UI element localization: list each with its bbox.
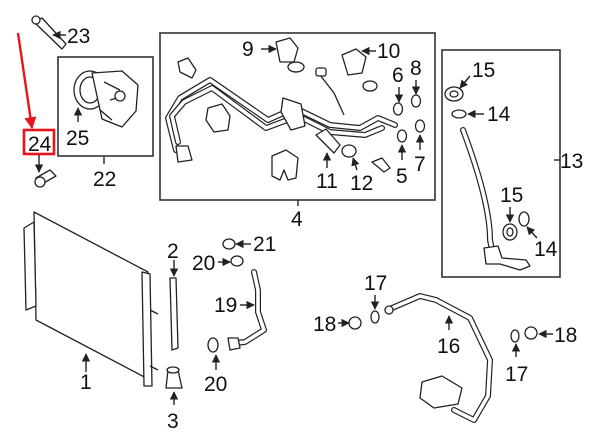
callout-15-bottom[interactable]: 15 [500, 184, 523, 207]
callout-12[interactable]: 12 [350, 172, 373, 195]
bracket-clip[interactable] [371, 157, 391, 173]
part-18-seal-right[interactable] [524, 326, 538, 340]
callout-24[interactable]: 24 [28, 133, 52, 156]
part-17-o-ring-left[interactable] [370, 310, 380, 324]
callout-25[interactable]: 25 [66, 127, 89, 150]
part-21-cap[interactable] [222, 238, 236, 250]
callout-20-top[interactable]: 20 [192, 252, 215, 275]
callout-18-left[interactable]: 18 [313, 313, 336, 336]
callout-4[interactable]: 4 [291, 208, 303, 231]
callout-19[interactable]: 19 [214, 294, 237, 317]
callout-11[interactable]: 11 [316, 170, 338, 193]
callout-2[interactable]: 2 [167, 240, 179, 263]
callout-21[interactable]: 21 [253, 233, 276, 256]
part-23-bolt[interactable] [31, 15, 67, 50]
part-12-o-ring[interactable] [341, 144, 357, 158]
part-11-sensor[interactable] [315, 128, 341, 154]
part-13-hose[interactable] [460, 127, 531, 271]
part-9-valve[interactable] [275, 37, 299, 63]
callout-22[interactable]: 22 [93, 168, 116, 191]
callout-3[interactable]: 3 [167, 410, 179, 433]
o-ring[interactable] [287, 61, 305, 73]
part-17-o-ring-right[interactable] [510, 329, 520, 343]
callout-18-right[interactable]: 18 [554, 324, 577, 347]
part-1-condenser[interactable] [23, 211, 159, 387]
callout-9[interactable]: 9 [242, 38, 254, 61]
part-14-o-ring-bottom[interactable] [518, 211, 530, 227]
part-2-filter[interactable] [169, 277, 179, 351]
callout-23[interactable]: 23 [67, 25, 90, 48]
part-25-compressor[interactable] [73, 70, 139, 128]
highlight-box [22, 128, 56, 156]
part-3-drier-cap[interactable] [165, 366, 183, 389]
callout-15-top[interactable]: 15 [472, 59, 495, 82]
callout-14-bottom[interactable]: 14 [534, 238, 558, 261]
callout-17-left[interactable]: 17 [364, 272, 387, 295]
part-24-bolt[interactable] [34, 169, 57, 188]
callout-10[interactable]: 10 [377, 40, 400, 63]
hose-group-box [441, 49, 561, 278]
part-15-seal-bottom[interactable] [502, 223, 518, 241]
part-10-valve[interactable] [341, 48, 367, 76]
part-14-o-ring-top[interactable] [451, 109, 467, 119]
callout-8[interactable]: 8 [410, 57, 422, 80]
callout-1[interactable]: 1 [80, 371, 92, 394]
callout-14-top[interactable]: 14 [487, 103, 511, 126]
part-19-pipe[interactable] [227, 269, 267, 351]
part-16-hose[interactable] [384, 293, 493, 423]
part-20-o-ring-top[interactable] [230, 255, 244, 267]
part-4-ac-lines[interactable] [165, 57, 398, 163]
isolator-block[interactable] [271, 149, 299, 181]
part-18-seal-left[interactable] [348, 316, 362, 330]
o-ring[interactable] [362, 80, 378, 92]
callout-6[interactable]: 6 [392, 64, 404, 87]
part-5-o-ring[interactable] [396, 129, 408, 143]
callout-5[interactable]: 5 [396, 165, 408, 188]
part-20-o-ring-bottom[interactable] [207, 337, 219, 353]
compressor-group-box [57, 56, 154, 157]
part-6-o-ring[interactable] [392, 102, 404, 116]
callout-7[interactable]: 7 [414, 153, 426, 176]
callout-13[interactable]: 13 [560, 150, 583, 173]
callout-17-right[interactable]: 17 [505, 363, 528, 386]
callout-16[interactable]: 16 [437, 335, 460, 358]
part-7-o-ring[interactable] [414, 119, 426, 133]
callout-20-bottom[interactable]: 20 [204, 373, 227, 396]
part-8-o-ring[interactable] [410, 94, 422, 108]
highlight-arrow [16, 32, 37, 130]
part-15-seal-top[interactable] [444, 86, 464, 102]
